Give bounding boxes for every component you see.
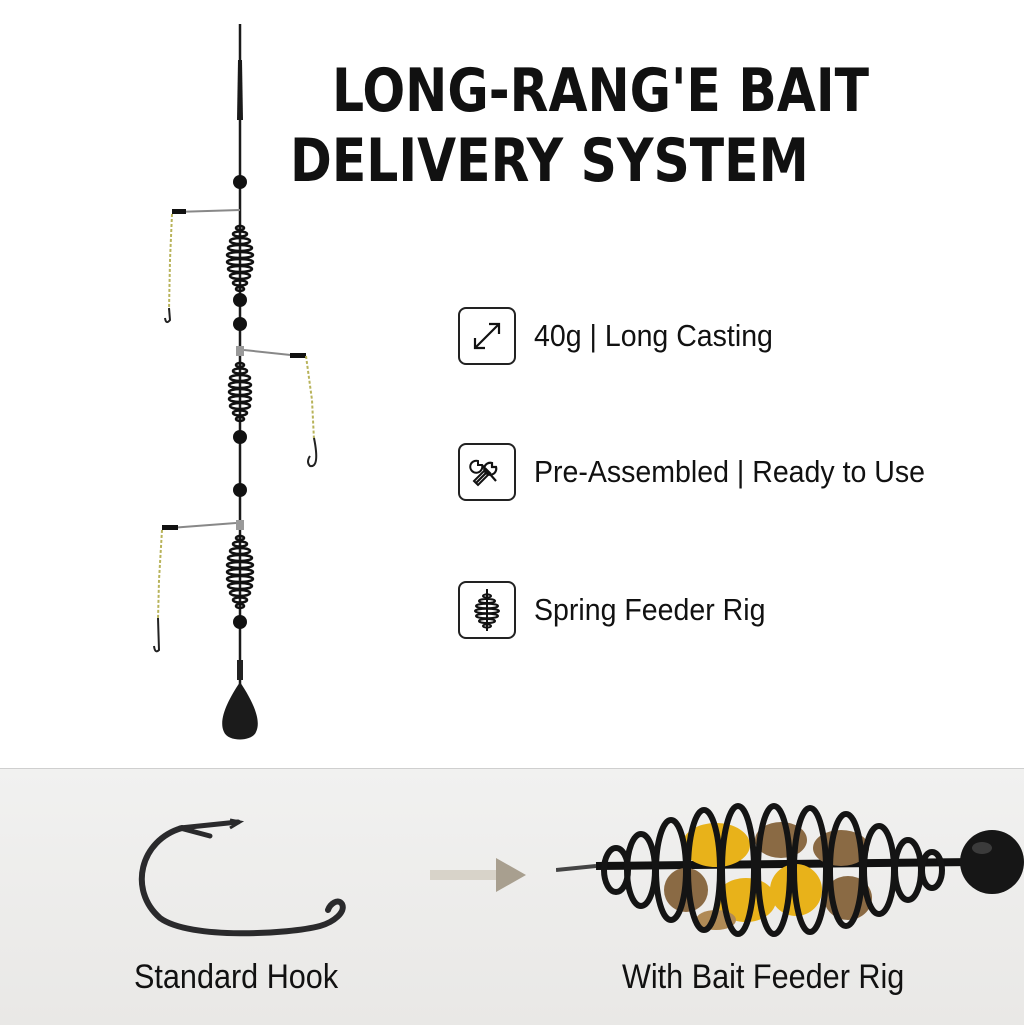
spring-icon [458,581,516,639]
feature-label: 40g | Long Casting [534,318,773,353]
arrow-right-icon [430,858,526,892]
wrench-icon [458,443,516,501]
page-title: LONG-RANG'E BAIT DELIVERY SYSTEM [290,56,895,196]
feature-label: Spring Feeder Rig [534,592,766,627]
hook-icon [138,818,346,937]
caption-bait-feeder-rig: With Bait Feeder Rig [622,958,905,996]
diagonal-arrows-icon [458,307,516,365]
title-line-2: DELIVERY SYSTEM [290,126,809,196]
hero-panel: LONG-RANG'E BAIT DELIVERY SYSTEM 40g | L… [153,24,959,740]
rig-illustration [153,24,318,740]
bait-feeder-illustration [556,803,1024,937]
title-line-1: LONG-RANG'E BAIT [332,56,869,126]
feature-long-casting: 40g | Long Casting [458,305,794,367]
feature-pre-assembled: Pre-Assembled | Ready to Use [458,441,959,503]
caption-standard-hook: Standard Hook [134,958,339,996]
feature-spring-feeder: Spring Feeder Rig [458,579,786,641]
feature-label: Pre-Assembled | Ready to Use [534,454,926,489]
